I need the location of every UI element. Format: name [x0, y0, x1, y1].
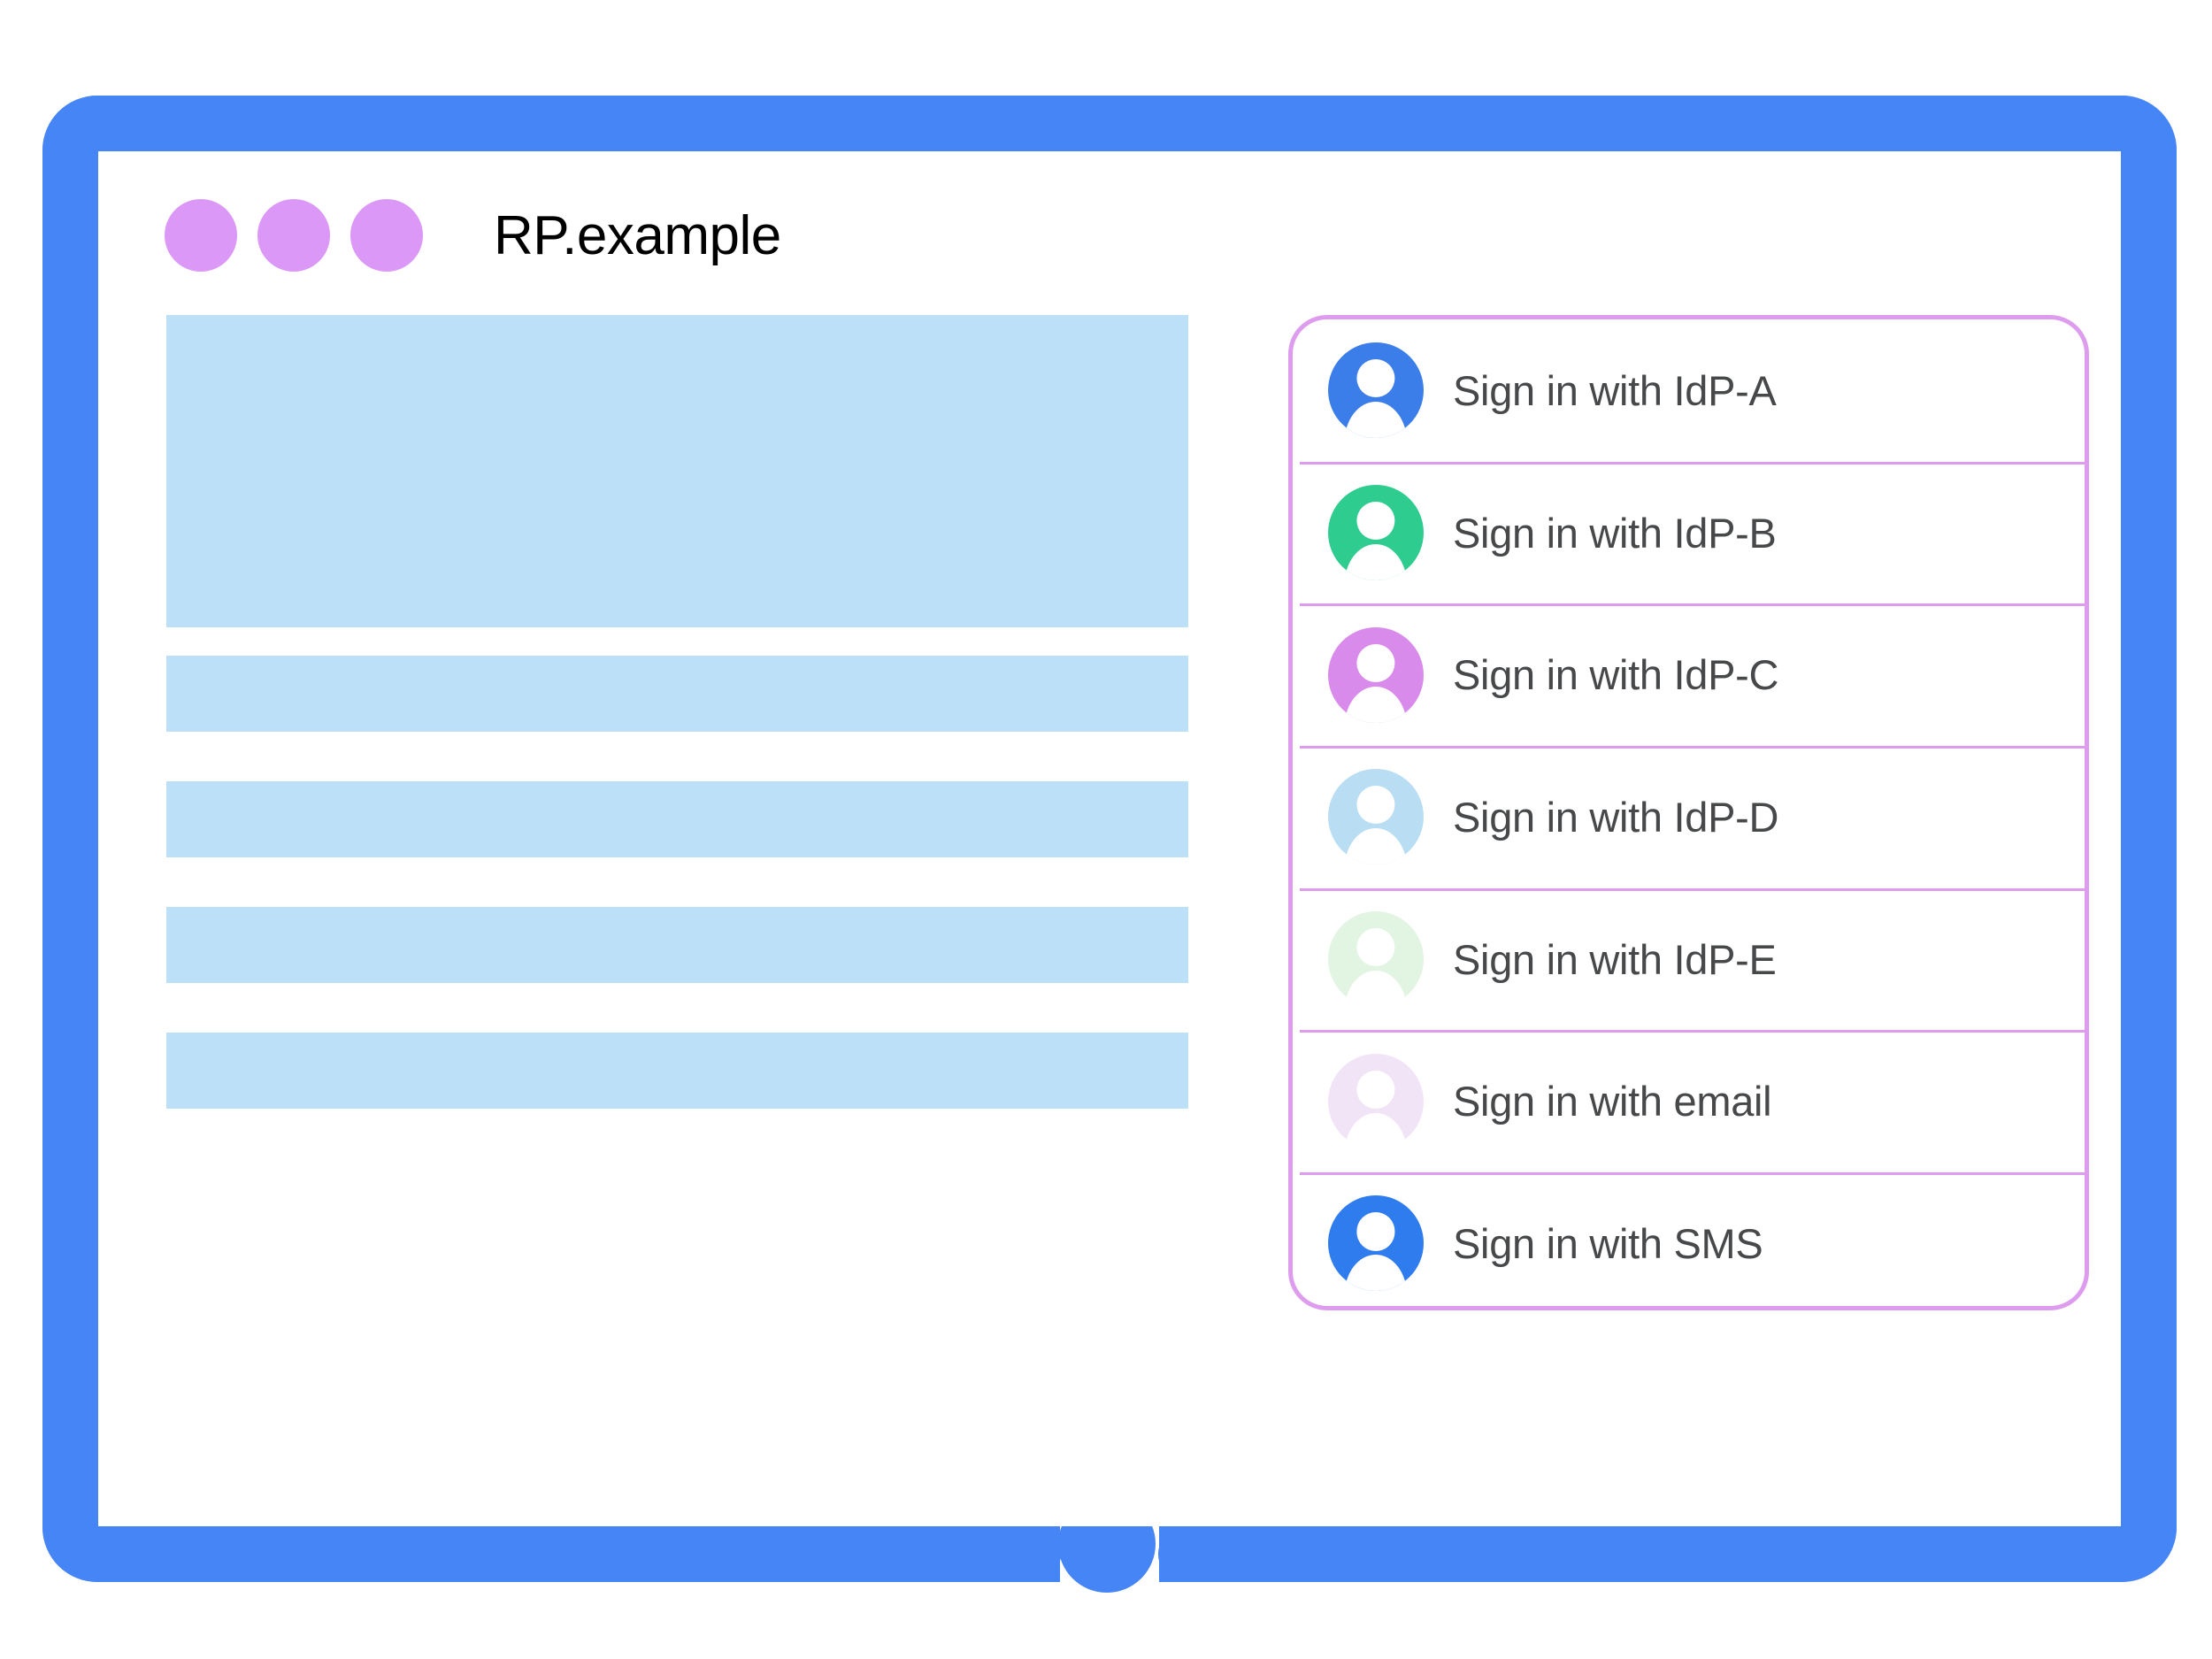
text-block-3: [166, 907, 1188, 983]
account-circle-icon: [1328, 342, 1424, 439]
account-circle-icon: [1328, 1195, 1424, 1292]
avatar-head: [1356, 643, 1395, 682]
account-row[interactable]: Sign in with SMS: [1293, 1172, 2085, 1306]
avatar-head: [1356, 359, 1395, 398]
account-circle-icon: [1328, 1053, 1424, 1149]
bezel-bottom-right: [1158, 1526, 2177, 1582]
account-row[interactable]: Sign in with IdP-A: [1293, 319, 2085, 462]
avatar-head: [1356, 786, 1395, 825]
avatar-body: [1344, 543, 1408, 581]
browser-titlebar: RP.example: [98, 151, 2121, 319]
account-row-label: Sign in with IdP-A: [1453, 366, 1777, 414]
avatar-body: [1344, 402, 1408, 439]
page-content-placeholders: [166, 315, 1188, 1109]
account-circle-icon: [1328, 626, 1424, 723]
account-row[interactable]: Sign in with email: [1293, 1030, 2085, 1172]
page-title: RP.example: [494, 204, 781, 266]
account-row[interactable]: Sign in with IdP-D: [1293, 746, 2085, 888]
bezel-left: [42, 96, 98, 1582]
avatar-body: [1344, 971, 1408, 1008]
account-chooser-panel: Sign in with IdP-A Sign in with IdP-B Sign…: [1288, 315, 2089, 1310]
account-row-label: Sign in with email: [1453, 1078, 1772, 1125]
bezel-top: [42, 96, 2177, 151]
titlebar-dot-2[interactable]: [257, 199, 330, 272]
account-row[interactable]: Sign in with IdP-C: [1293, 603, 2085, 746]
account-row-label: Sign in with SMS: [1453, 1219, 1763, 1267]
account-row-label: Sign in with IdP-B: [1453, 509, 1777, 557]
account-row[interactable]: Sign in with IdP-B: [1293, 461, 2085, 604]
titlebar-dot-3[interactable]: [350, 199, 423, 272]
hero-block: [166, 315, 1188, 627]
account-row-label: Sign in with IdP-E: [1453, 935, 1777, 983]
avatar-body: [1344, 686, 1408, 723]
bezel-right: [2121, 96, 2177, 1582]
titlebar-dot-1[interactable]: [165, 199, 237, 272]
avatar-head: [1356, 501, 1395, 541]
avatar-body: [1344, 1255, 1408, 1292]
account-circle-icon: [1328, 911, 1424, 1008]
account-row[interactable]: Sign in with IdP-E: [1293, 887, 2085, 1031]
account-circle-icon: [1328, 769, 1424, 865]
avatar-body: [1344, 828, 1408, 865]
text-block-1: [166, 656, 1188, 732]
account-circle-icon: [1328, 485, 1424, 581]
avatar-head: [1356, 1070, 1395, 1109]
text-block-2: [166, 781, 1188, 857]
account-row-label: Sign in with IdP-D: [1453, 793, 1779, 841]
avatar-body: [1344, 1112, 1408, 1149]
text-block-4: [166, 1033, 1188, 1109]
bezel-bottom-left: [42, 1526, 1061, 1582]
account-row-label: Sign in with IdP-C: [1453, 651, 1779, 699]
avatar-head: [1356, 1212, 1395, 1251]
avatar-head: [1356, 927, 1395, 967]
